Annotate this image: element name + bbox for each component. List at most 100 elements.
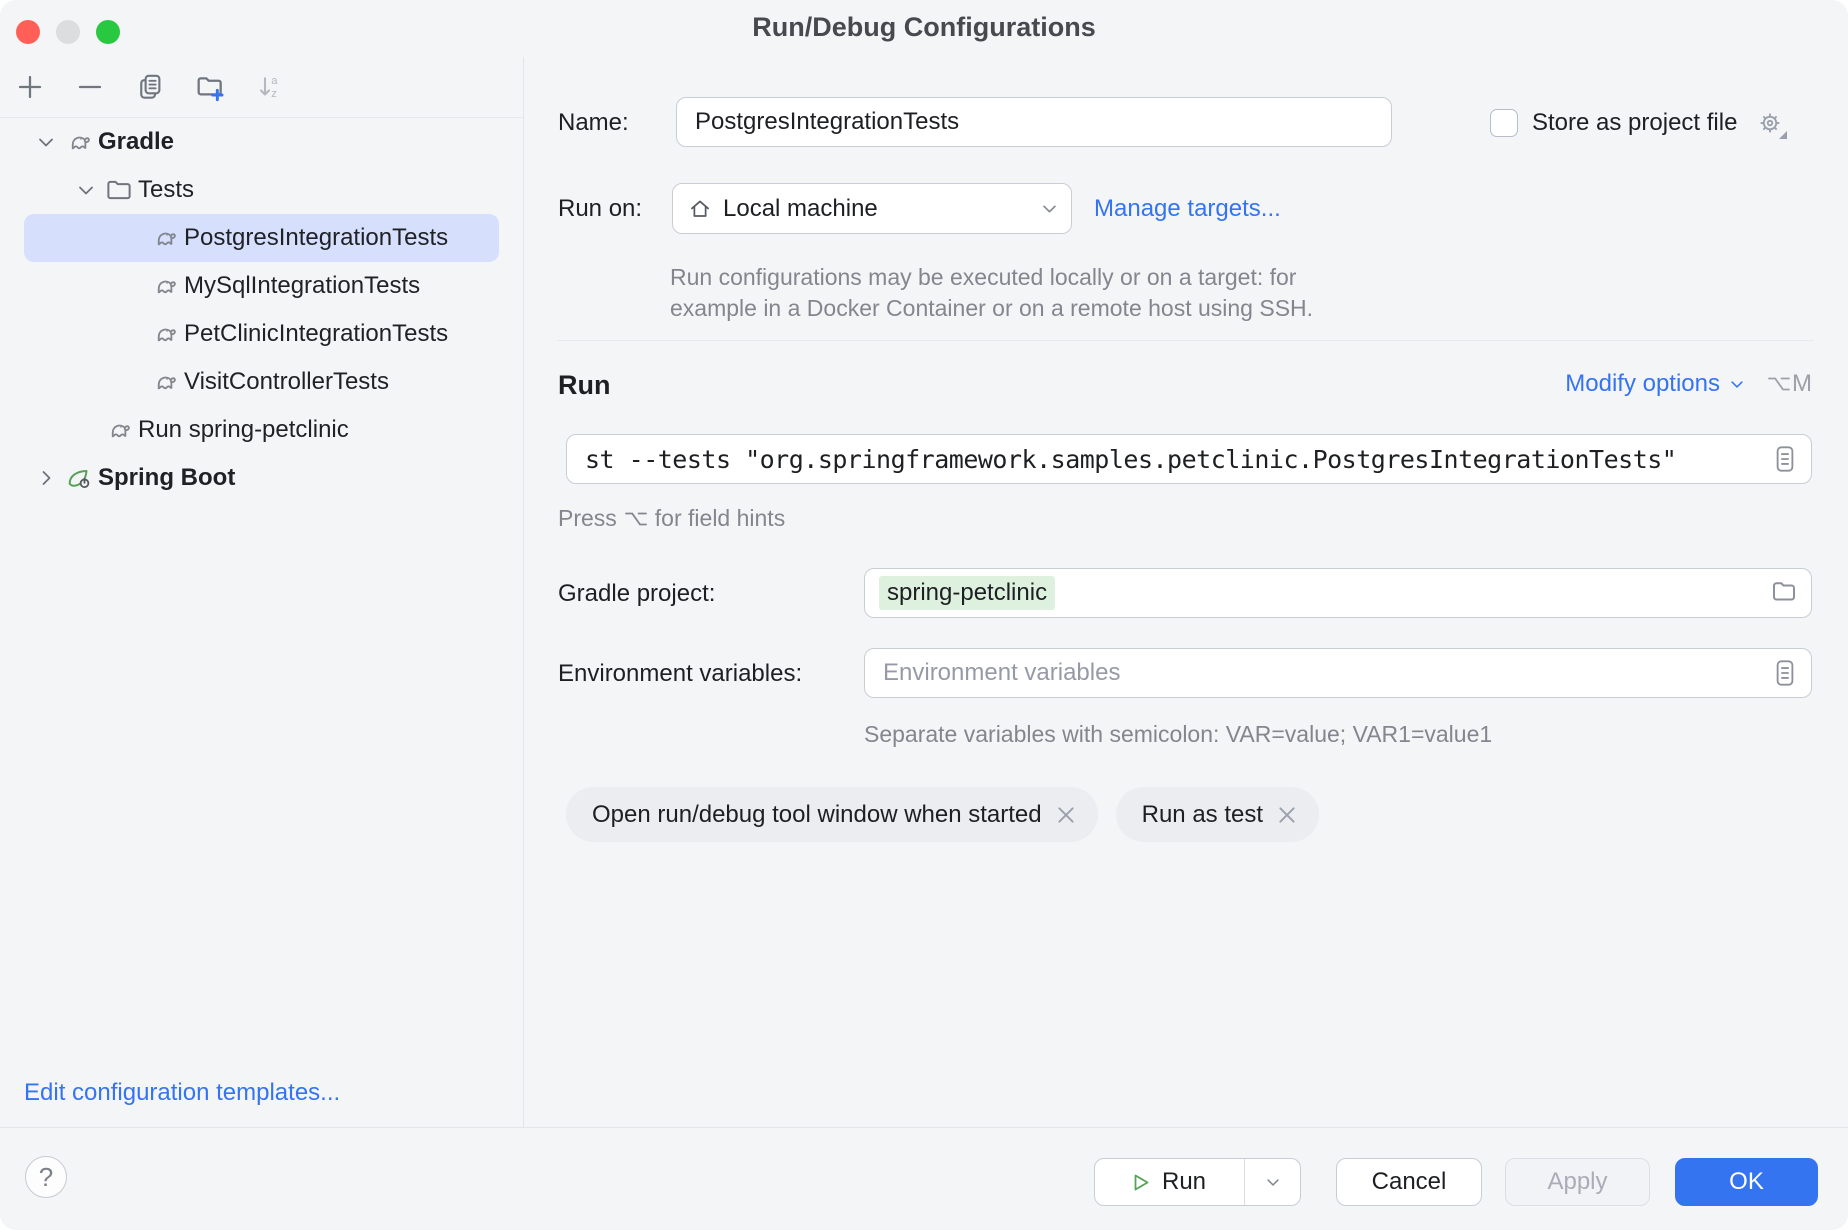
expand-field-icon[interactable] [1769,443,1801,475]
cancel-button[interactable]: Cancel [1336,1158,1482,1206]
gradle-icon [150,271,180,301]
run-command-field-wrapper [566,434,1812,484]
tag-label: Run as test [1141,800,1264,828]
chevron-down-icon [1731,380,1743,388]
browse-folder-icon[interactable] [1769,577,1801,609]
dialog-footer: ? Run Cancel Apply OK [0,1127,1848,1230]
tree-item-visit-controller-tests[interactable]: VisitControllerTests [24,358,499,406]
tree-item-run-spring-petclinic[interactable]: Run spring-petclinic [24,406,499,454]
tree-item-petclinic-integration-tests[interactable]: PetClinicIntegrationTests [24,310,499,358]
name-label: Name: [558,109,629,136]
play-icon [1134,1174,1149,1190]
run-on-value: Local machine [723,194,878,222]
spring-boot-icon [64,463,94,493]
tree-item-label: MySqlIntegrationTests [184,272,421,299]
svg-text:a: a [271,75,278,87]
run-on-description: Run configurations may be executed local… [670,264,1314,321]
add-configuration-button[interactable] [12,69,48,105]
gradle-icon [104,415,134,445]
sort-az-icon: a z [259,75,278,100]
press-hint: Press for field hints [558,505,786,531]
option-key-icon [624,512,647,525]
title-bar: Run/Debug Configurations [0,0,1848,57]
run-options-dropdown[interactable] [1244,1159,1300,1205]
chevron-down-icon[interactable] [32,128,60,156]
modify-options-row: Modify options M [1565,370,1812,398]
close-icon[interactable] [1058,806,1074,823]
dialog-title: Run/Debug Configurations [752,12,1096,42]
gradle-project-label: Gradle project: [558,580,716,607]
environment-variables-field-wrapper [864,648,1812,698]
tag-open-run-debug-tool-window[interactable]: Open run/debug tool window when started [566,787,1098,842]
configurations-sidebar: a z Gradle [0,57,524,1127]
tag-label: Open run/debug tool window when started [592,800,1042,828]
tree-item-label: Tests [138,176,195,203]
tree-item-label: PostgresIntegrationTests [184,224,449,251]
new-folder-icon [197,77,224,102]
home-icon [691,200,709,217]
tree-item-label: Run spring-petclinic [138,416,349,443]
tree-item-label: PetClinicIntegrationTests [184,320,449,347]
tree-item-tests[interactable]: Tests [24,166,499,214]
close-icon[interactable] [1279,806,1295,823]
zoom-window-button[interactable] [96,20,120,44]
expand-field-icon[interactable] [1769,657,1801,689]
tree-item-spring-boot[interactable]: Spring Boot [24,454,499,502]
run-on-select[interactable]: Local machine [672,183,1072,234]
tree-item-label: Spring Boot [98,464,236,491]
edit-configuration-templates-link[interactable]: Edit configuration templates... [24,1079,341,1106]
sort-configurations-button[interactable]: a z [252,69,288,105]
new-folder-button[interactable] [192,69,228,105]
chevron-down-icon [1043,204,1056,213]
minus-icon [78,85,102,89]
section-divider [557,340,1814,341]
name-input[interactable] [677,98,1391,146]
apply-button[interactable]: Apply [1505,1158,1650,1206]
gradle-icon [64,127,94,157]
environment-variables-input[interactable] [865,649,1811,697]
close-window-button[interactable] [16,20,40,44]
chevron-down-icon[interactable] [72,176,100,204]
chevron-down-icon [1266,1178,1279,1186]
minimize-window-button[interactable] [56,20,80,44]
environment-variables-label: Environment variables: [558,660,803,687]
store-as-project-file-label: Store as project file [1532,109,1738,136]
gradle-icon [150,319,180,349]
name-field-wrapper [676,97,1392,147]
run-command-input[interactable] [567,435,1811,483]
gradle-project-value: spring-petclinic [879,576,1056,610]
plus-icon [18,75,42,99]
configuration-tree: Gradle Tests PostgresIntegratio [0,118,523,502]
run-section-header: Run [558,370,611,400]
manage-targets-link[interactable]: Manage targets... [1094,195,1281,222]
remove-configuration-button[interactable] [72,69,108,105]
option-tags: Open run/debug tool window when started … [566,787,1320,842]
chevron-right-icon[interactable] [32,464,60,492]
sidebar-toolbar: a z [0,57,523,118]
store-settings-button[interactable] [1755,108,1788,139]
run-split-button[interactable]: Run [1094,1158,1301,1206]
tree-item-label: VisitControllerTests [184,368,389,395]
gradle-icon [150,223,180,253]
environment-variables-hint: Separate variables with semicolon: VAR=v… [864,721,1493,747]
modify-options-link[interactable]: Modify options [1565,370,1720,397]
copy-icon [140,74,161,99]
run-button[interactable]: Run [1095,1159,1244,1205]
footer-buttons: Run Cancel Apply OK [1094,1158,1818,1206]
tree-item-postgres-integration-tests[interactable]: PostgresIntegrationTests [24,214,499,262]
copy-configuration-button[interactable] [132,69,168,105]
tree-item-label: Gradle [98,128,175,155]
dropdown-triangle-icon [1779,131,1788,139]
ok-button[interactable]: OK [1675,1158,1818,1206]
configuration-form: Name: Store as project file Run on: Loca… [524,57,1848,1127]
store-as-project-file-checkbox[interactable] [1490,109,1518,137]
store-as-project-file-row: Store as project file [1490,108,1788,139]
help-button[interactable]: ? [25,1156,67,1198]
option-key-icon [1768,377,1790,391]
tag-run-as-test[interactable]: Run as test [1115,787,1320,842]
tree-item-mysql-integration-tests[interactable]: MySqlIntegrationTests [24,262,499,310]
gear-icon [1761,113,1780,133]
gradle-project-field[interactable]: spring-petclinic [864,568,1812,618]
tree-item-gradle[interactable]: Gradle [24,118,499,166]
svg-text:z: z [271,88,277,100]
